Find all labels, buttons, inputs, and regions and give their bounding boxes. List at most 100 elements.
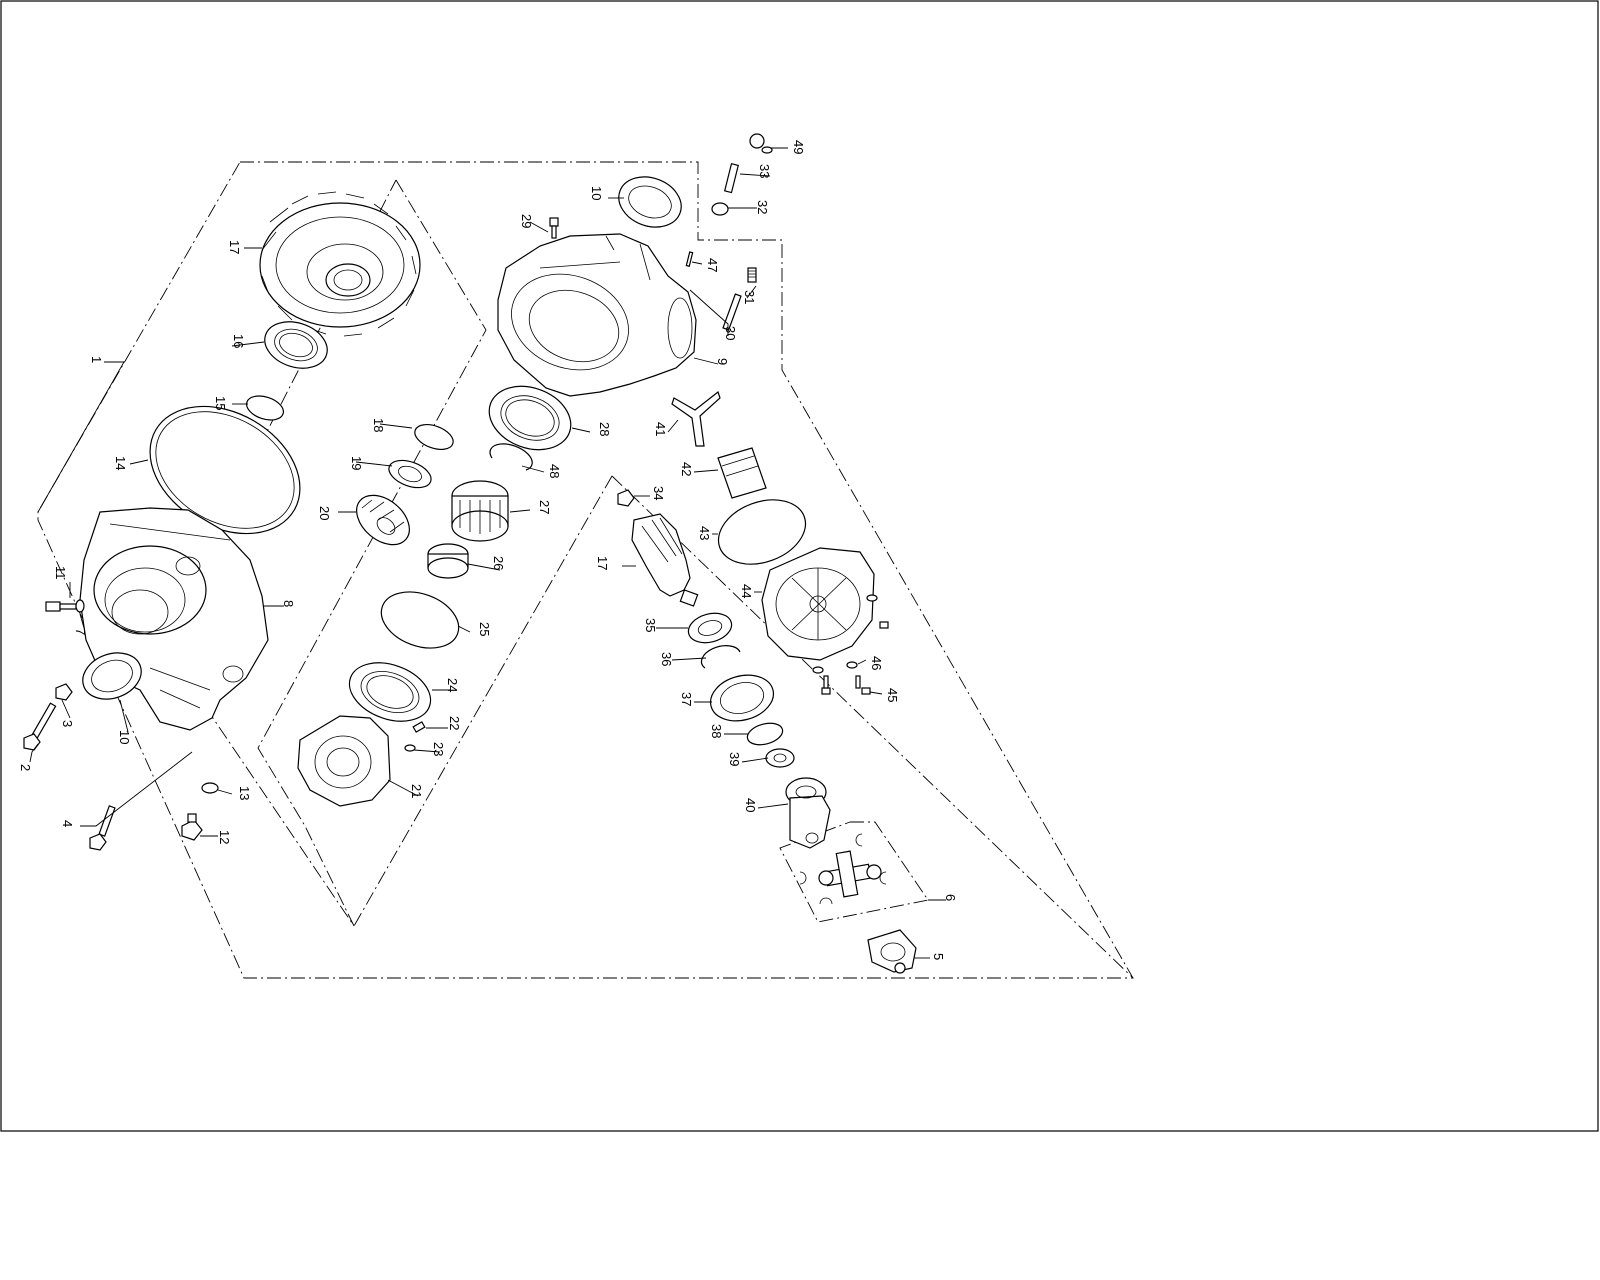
callout-46: 46 xyxy=(869,656,884,670)
nut-34 xyxy=(617,489,635,507)
callout-11: 11 xyxy=(53,566,68,580)
callout-2: 2 xyxy=(18,764,33,771)
callout-13: 13 xyxy=(237,786,252,800)
callout-5: 5 xyxy=(931,953,946,960)
callout-48: 48 xyxy=(547,464,562,478)
callout-15: 15 xyxy=(213,396,228,410)
pin-33 xyxy=(723,162,739,194)
callout-30: 30 xyxy=(723,326,738,340)
bearing-35 xyxy=(687,612,733,644)
callout-3: 3 xyxy=(60,720,75,727)
shim-15 xyxy=(246,395,284,421)
bearing-28 xyxy=(488,385,572,451)
callout-12: 12 xyxy=(217,830,232,844)
callout-18: 18 xyxy=(371,418,386,432)
washer-13 xyxy=(201,782,219,794)
cover-44 xyxy=(761,547,875,661)
washer-7 xyxy=(75,599,85,613)
ujoint-boundary xyxy=(779,821,929,923)
callout-8: 8 xyxy=(281,600,296,607)
callout-45: 45 xyxy=(885,688,900,702)
callout-27: 27 xyxy=(537,500,552,514)
bolt-45 xyxy=(821,621,889,695)
housing-9 xyxy=(497,233,697,397)
washer-46 xyxy=(812,594,878,674)
clip-36 xyxy=(700,645,741,669)
callout-10-left: 10 xyxy=(117,730,132,744)
bolt-29 xyxy=(549,217,559,239)
shim-18 xyxy=(414,424,454,450)
pinion-boundary-left xyxy=(353,475,613,927)
callout-36: 36 xyxy=(659,652,674,666)
pinion-17 xyxy=(631,513,699,607)
callout-9: 9 xyxy=(715,358,730,365)
oring-43 xyxy=(717,499,807,565)
snap-ring-48 xyxy=(489,443,533,471)
callout-41: 41 xyxy=(653,422,668,436)
callout-29: 29 xyxy=(519,214,534,228)
stud-2 xyxy=(23,702,57,751)
clip-32 xyxy=(711,202,729,216)
plug-12 xyxy=(181,813,203,841)
callout-4: 4 xyxy=(60,820,75,827)
callout-21: 21 xyxy=(409,784,424,798)
callout-26: 26 xyxy=(491,556,506,570)
ring-gear xyxy=(259,191,421,337)
callout-14: 14 xyxy=(113,456,128,470)
callout-23: 23 xyxy=(431,742,446,756)
callout-28: 28 xyxy=(597,422,612,436)
bolt-22 xyxy=(412,721,426,733)
callout-35: 35 xyxy=(643,618,658,632)
callout-1: 1 xyxy=(89,356,104,363)
callout-10-right: 10 xyxy=(589,186,604,200)
side-gear-20 xyxy=(356,494,410,546)
callout-38: 38 xyxy=(709,724,724,738)
ujoint-6 xyxy=(799,833,887,905)
differential-boundary xyxy=(159,179,487,927)
callout-33: 33 xyxy=(757,164,772,178)
callout-31: 31 xyxy=(742,290,757,304)
seal-37 xyxy=(709,674,775,722)
gear-27 xyxy=(451,480,509,542)
oring-38 xyxy=(746,722,784,746)
callout-43: 43 xyxy=(697,526,712,540)
washer-19 xyxy=(388,459,432,489)
callout-34: 34 xyxy=(651,486,666,500)
callout-25: 25 xyxy=(477,622,492,636)
pin-30 xyxy=(722,293,742,331)
callout-49: 49 xyxy=(791,140,806,154)
pin-47 xyxy=(685,251,694,268)
collar-26 xyxy=(427,543,469,579)
oring-14 xyxy=(149,405,301,535)
callout-20: 20 xyxy=(317,506,332,520)
callout-17-ring-gear: 17 xyxy=(227,240,242,254)
seal-10-left xyxy=(82,652,142,700)
callout-22: 22 xyxy=(447,716,462,730)
callout-40: 40 xyxy=(743,798,758,812)
callout-6: 6 xyxy=(943,894,958,901)
callout-numbers: 1 2 3 4 5 6 7 8 9 10 10 11 12 13 14 15 1… xyxy=(18,140,958,960)
leader-lines xyxy=(29,147,946,959)
callout-37: 37 xyxy=(679,692,694,706)
nut-3 xyxy=(55,683,73,701)
seal-10-right xyxy=(618,176,682,228)
fork-41 xyxy=(671,391,721,447)
callout-47: 47 xyxy=(705,258,720,272)
pinion-boundary xyxy=(611,475,1134,979)
bearing-16 xyxy=(264,321,328,369)
callout-42: 42 xyxy=(679,462,694,476)
callout-19: 19 xyxy=(349,456,364,470)
bearing-24 xyxy=(348,662,432,722)
callout-16: 16 xyxy=(231,334,246,348)
callout-17-pinion: 17 xyxy=(595,556,610,570)
callout-39: 39 xyxy=(727,752,742,766)
callout-24: 24 xyxy=(445,678,460,692)
washer-39 xyxy=(765,748,795,768)
callout-44: 44 xyxy=(739,584,754,598)
yoke-40 xyxy=(785,777,831,849)
washer-23 xyxy=(404,744,416,752)
shim-25 xyxy=(380,591,460,649)
callout-32: 32 xyxy=(755,200,770,214)
clip-49 xyxy=(749,133,773,154)
